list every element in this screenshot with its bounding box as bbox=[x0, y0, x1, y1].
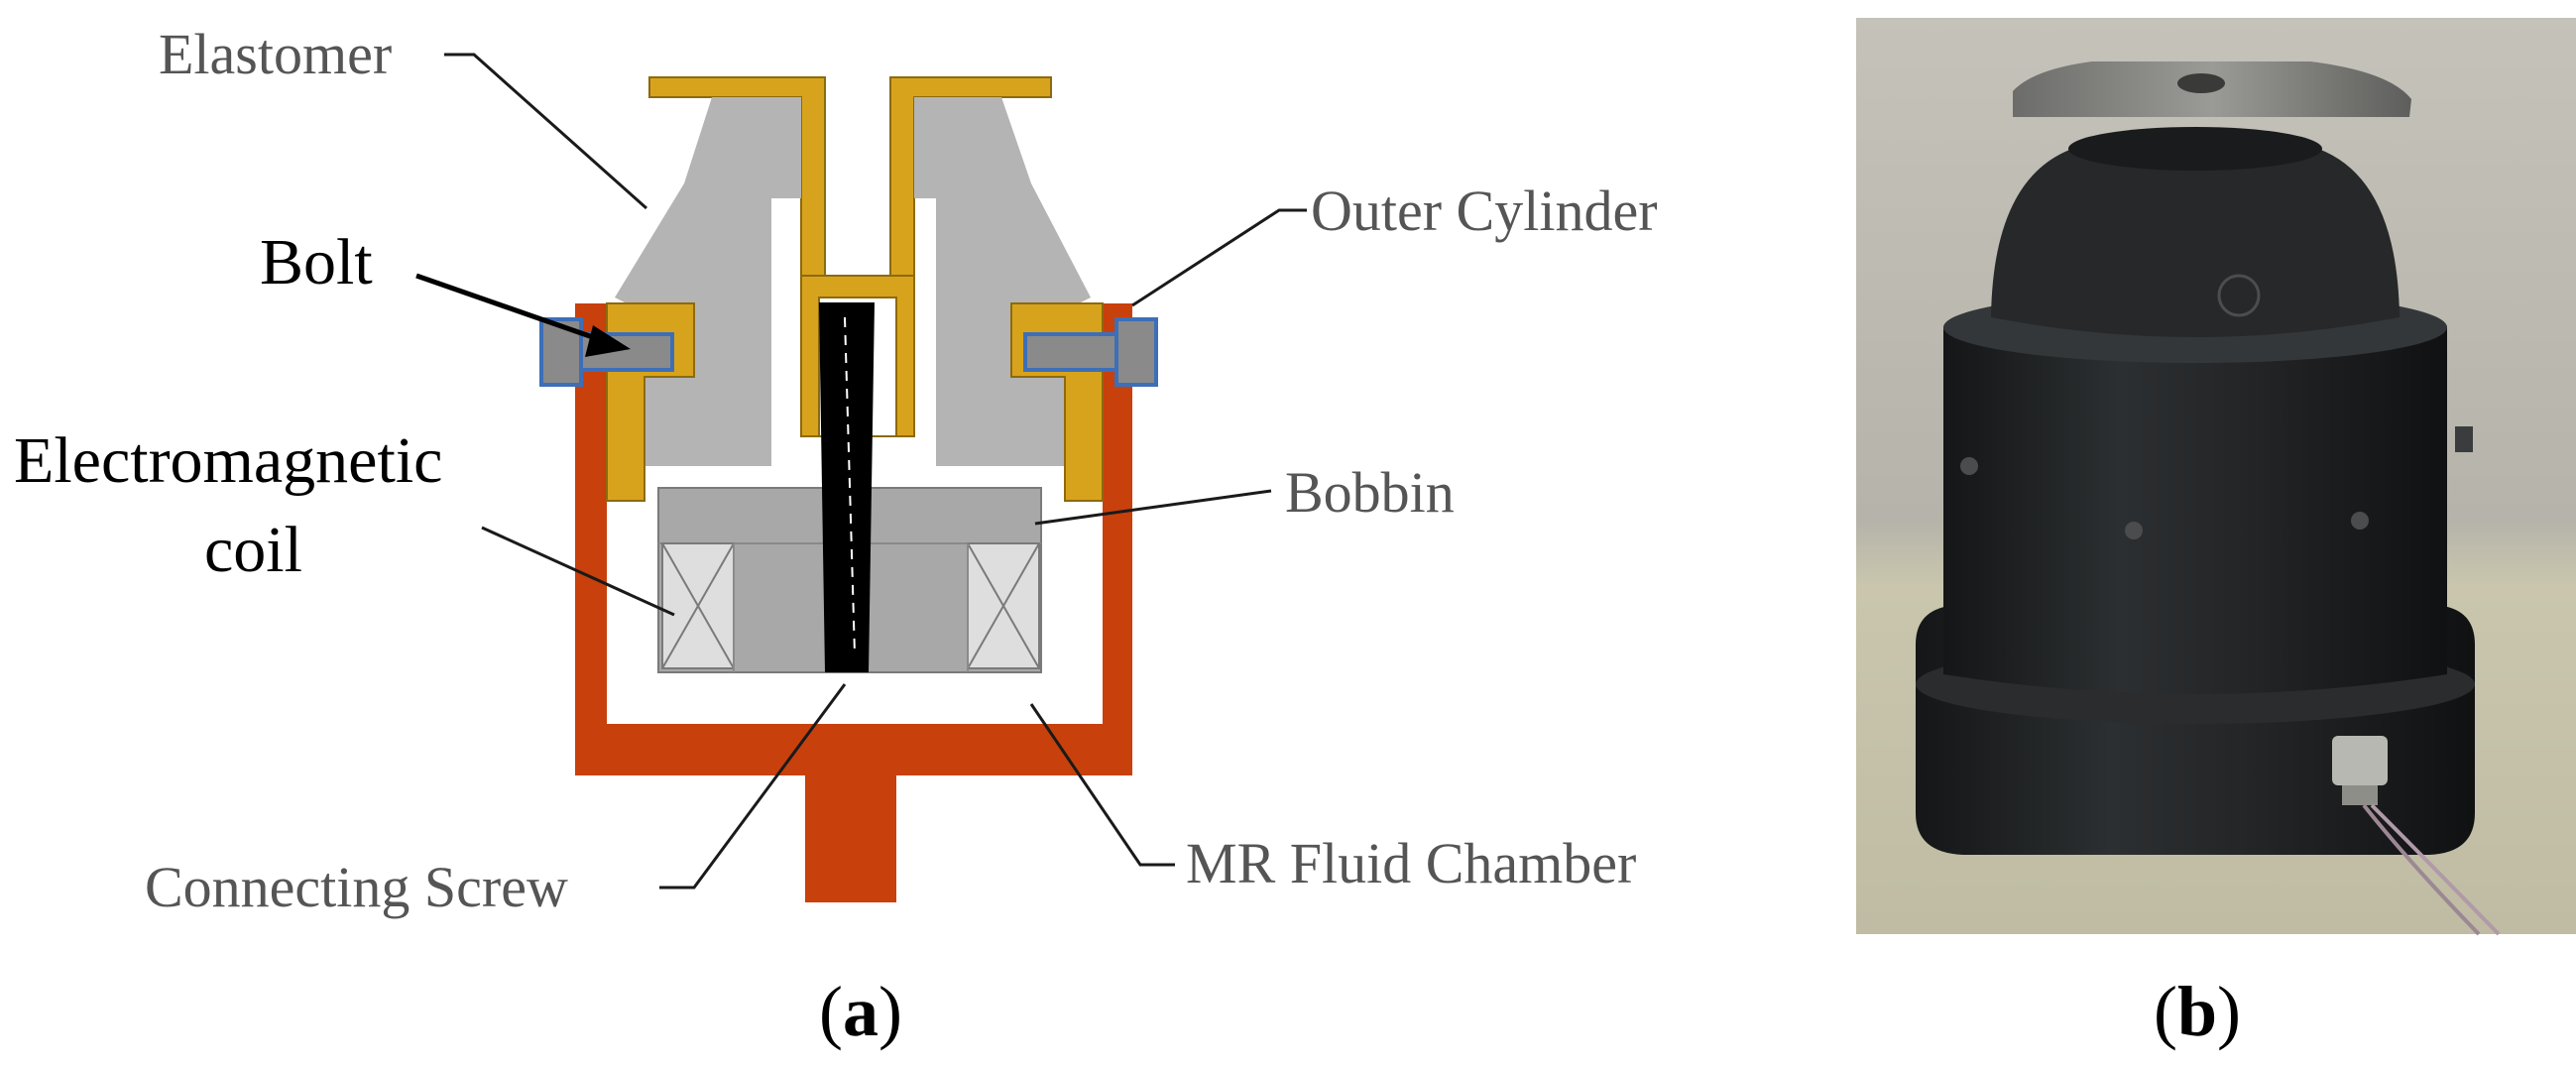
caption-a-close: ) bbox=[878, 972, 902, 1051]
electromagnetic-coil-left bbox=[661, 542, 735, 669]
caption-b-close: ) bbox=[2217, 972, 2242, 1051]
label-elastomer: Elastomer bbox=[159, 22, 393, 86]
side-screw-3 bbox=[2351, 512, 2369, 530]
caption-b-open: ( bbox=[2154, 972, 2177, 1051]
bottom-stud bbox=[805, 775, 896, 902]
side-screw-2 bbox=[2125, 522, 2143, 539]
side-screw-1 bbox=[1960, 457, 1978, 475]
label-bolt: Bolt bbox=[260, 226, 373, 298]
label-connecting-screw: Connecting Screw bbox=[145, 855, 568, 919]
label-electromagnetic-line1: Electromagnetic bbox=[14, 424, 443, 497]
outer-cylinder-shell bbox=[575, 303, 1132, 775]
cable-gland bbox=[2332, 736, 2501, 936]
caption-b: (b) bbox=[2154, 976, 2241, 1047]
caption-a-open: ( bbox=[819, 972, 843, 1051]
caption-a: (a) bbox=[819, 976, 902, 1047]
photo-panel bbox=[1856, 18, 2576, 936]
label-electromagnetic-line2: coil bbox=[204, 514, 302, 586]
connecting-screw bbox=[819, 302, 875, 672]
bolt-right-shank bbox=[1023, 332, 1118, 372]
mount-dome bbox=[1991, 149, 2400, 337]
caption-b-letter: b bbox=[2176, 972, 2218, 1051]
label-mr-fluid-chamber: MR Fluid Chamber bbox=[1186, 831, 1637, 895]
brass-center-sleeve bbox=[800, 275, 915, 437]
electromagnetic-coil-right bbox=[967, 542, 1040, 669]
label-outer-cylinder: Outer Cylinder bbox=[1311, 178, 1658, 243]
caption-a-letter: a bbox=[842, 972, 878, 1051]
emboss-logo bbox=[2217, 274, 2261, 317]
bolt-right-head bbox=[1114, 317, 1158, 387]
leader-lines bbox=[444, 53, 1307, 890]
mount-body bbox=[1943, 327, 2447, 694]
bolt-arrow bbox=[415, 273, 631, 357]
label-bobbin: Bobbin bbox=[1285, 460, 1455, 525]
